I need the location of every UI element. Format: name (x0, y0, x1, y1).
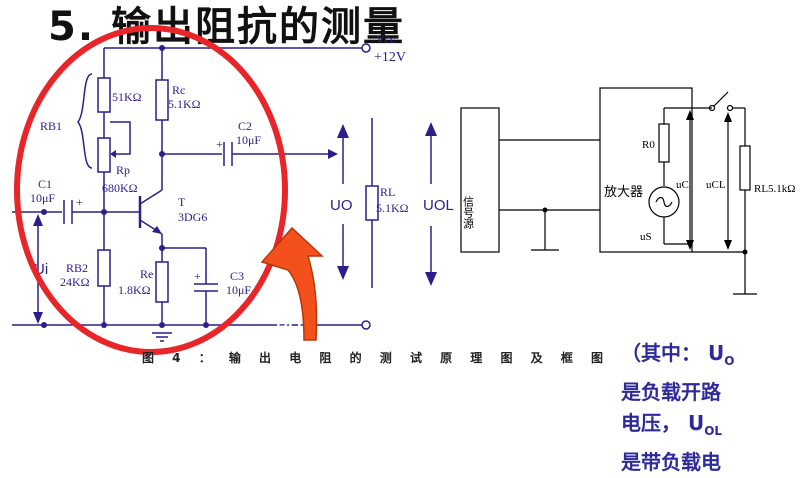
note-line-4: 是带负载电 (621, 450, 721, 474)
r0-resistor (658, 123, 670, 163)
switch-lever (713, 91, 729, 107)
figure-caption: 图 4 ： 输 出 电 阻 的 测 试 原 理 图 及 框 图 (142, 351, 611, 365)
sine-icon (655, 196, 673, 208)
r0-label: R0 (642, 139, 655, 151)
block-rl-value: 5.1kΩ (768, 183, 795, 195)
note-line-1: （其中： UO (621, 338, 799, 377)
c2-plus: + (216, 137, 223, 151)
transistor-model-label: 3DG6 (178, 210, 207, 224)
ui-arrow-head (33, 214, 43, 226)
amplifier-block (599, 87, 693, 253)
switch-contact (708, 104, 716, 112)
note-voltage-text: 电压， (621, 411, 681, 435)
uo-label: UO (330, 197, 353, 214)
block-rl-label: RL (754, 183, 768, 195)
us-label: uS (640, 231, 652, 243)
rp-value-label: 680KΩ (102, 181, 138, 195)
uo-arrow-head (337, 124, 349, 138)
c1-label: C1 (38, 177, 52, 191)
c2-value-label: 10μF (236, 133, 261, 147)
c2-label: C2 (238, 119, 252, 133)
curved-arrow-icon (260, 226, 324, 341)
c3-label: C3 (230, 269, 244, 283)
explanation-note: （其中： UO 是负载开路 电压， UOL 是带负载电 (621, 338, 799, 478)
transistor-collector (139, 189, 163, 205)
re-value-label: 1.8KΩ (118, 283, 151, 297)
signal-source-label: 信号源 (462, 196, 475, 230)
vcc-terminal (361, 43, 371, 53)
rp-wiper-arrow (110, 150, 116, 158)
c3-plus: + (194, 269, 201, 283)
note-line-2: 是负载开路 (621, 380, 721, 404)
ro-label: RO (276, 317, 302, 336)
rc-label: Rc (172, 83, 185, 97)
r51k-label: 51KΩ (112, 90, 142, 104)
emitter-arrow (152, 226, 162, 234)
resistor-rc (155, 79, 169, 121)
rc-value-label: 5.1KΩ (168, 97, 201, 111)
rb1-label: RB1 (40, 119, 62, 133)
uol-arrow-head (425, 272, 437, 286)
c1-plus: + (76, 195, 83, 209)
rl-resistor (739, 145, 751, 191)
junctions (41, 45, 209, 328)
transistor-label: T (178, 195, 186, 209)
uol-symbol: U (687, 411, 705, 435)
rp-wiper (110, 121, 131, 155)
uol-subscript: OL (704, 424, 723, 438)
circuit-schematic: Vcc +12V RB1 51KΩ Rp 680KΩ Rc 5.1KΩ C2 1… (12, 32, 454, 342)
page-title: 5. 输出阻抗的测量 (48, 4, 405, 50)
ground-terminal (361, 320, 371, 330)
vcc-label: Vcc (376, 32, 395, 46)
ucl-arrow-head (724, 112, 732, 122)
uo-symbol: U (707, 341, 725, 365)
resistor-re (155, 261, 169, 303)
potentiometer-rp (97, 137, 111, 173)
rl-value-label: 5.1KΩ (376, 201, 409, 215)
rl-label: RL (380, 185, 395, 199)
vcc-value-label: +12V (374, 50, 406, 65)
rb1-brace (77, 73, 93, 169)
rp-label: Rp (116, 163, 130, 177)
output-arrow (328, 149, 338, 159)
uol-label: UOL (423, 197, 454, 214)
uc-arrow-head (686, 110, 694, 120)
note-prefix: （其中： (621, 341, 701, 365)
highlight-ellipse (14, 25, 288, 355)
resistor-51k (97, 77, 111, 113)
ucl-arrow-head (724, 240, 732, 250)
re-label: Re (140, 267, 153, 281)
uc-arrow-head (686, 240, 694, 250)
note-line-3: 电压， UOL (621, 408, 799, 447)
rb2-label: RB2 (66, 261, 88, 275)
ucl-label: uCL (706, 179, 726, 191)
uo-subscript: O (724, 354, 735, 368)
block-diagram: 信号源 放大器 R0 uS RL 5.1kΩ uC (460, 87, 795, 295)
c1-value-label: 10μF (30, 191, 55, 205)
uol-arrow-head (425, 122, 437, 136)
resistor-rb2 (97, 249, 111, 287)
c3-value-label: 10μF (226, 283, 251, 297)
uo-arrow-head (337, 266, 349, 280)
amplifier-label: 放大器 (604, 185, 643, 200)
switch-contact (726, 104, 734, 112)
signal-source-block (460, 107, 500, 253)
rb2-value-label: 24KΩ (60, 275, 90, 289)
ui-arrow-head (33, 312, 43, 324)
uc-label: uC (676, 179, 689, 191)
